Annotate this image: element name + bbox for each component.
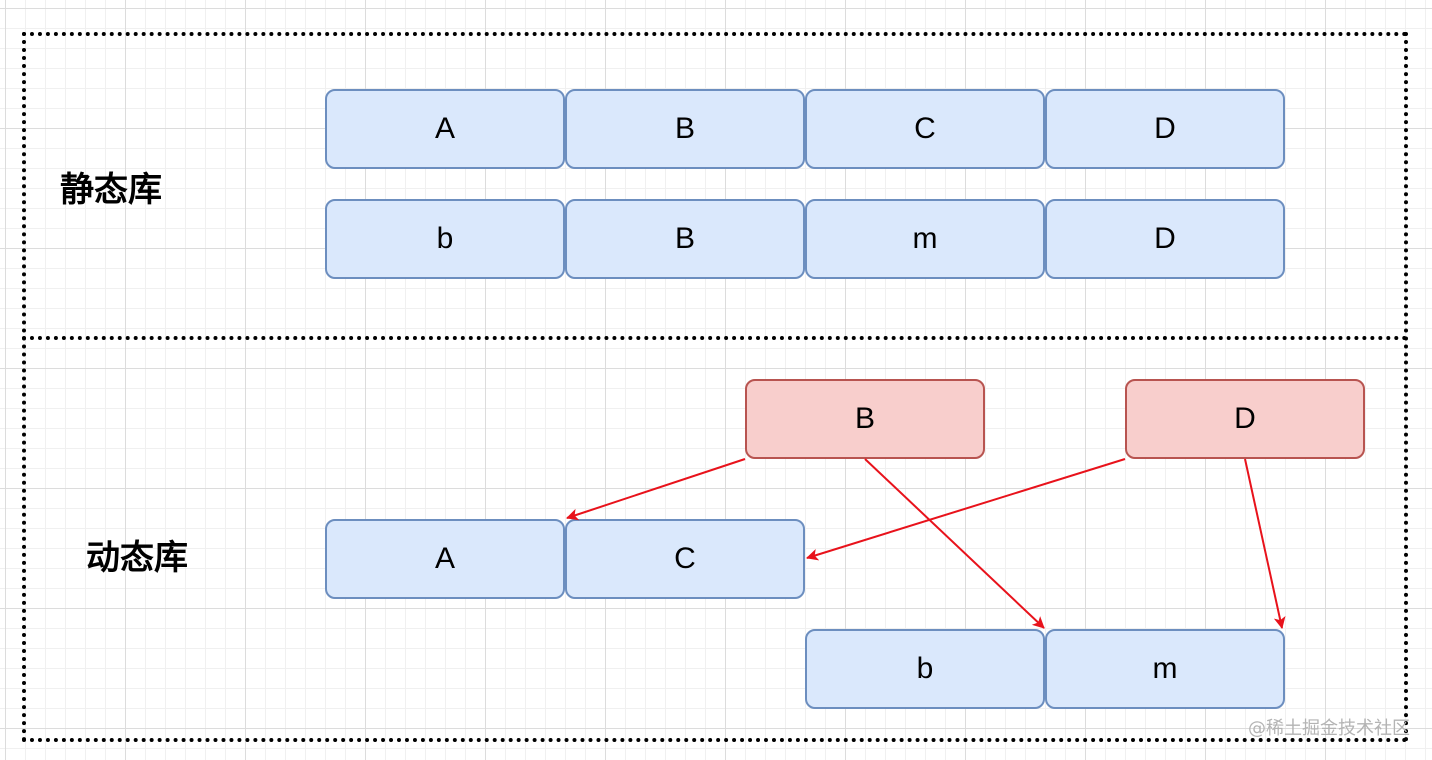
- app-module-box-2: C: [565, 519, 805, 599]
- static-row2-box-4: D: [1045, 199, 1285, 279]
- static-row1-box-3: C: [805, 89, 1045, 169]
- dynamic-library-label: 动态库: [86, 538, 188, 578]
- static-row2-box-1: b: [325, 199, 565, 279]
- static-row2-box-2: B: [565, 199, 805, 279]
- outer-frame: [22, 32, 1408, 742]
- lib-module-box-2: m: [1045, 629, 1285, 709]
- static-row1-box-2: B: [565, 89, 805, 169]
- lib-module-box-1: b: [805, 629, 1045, 709]
- watermark: @稀土掘金技术社区: [1248, 718, 1410, 739]
- static-row1-box-1: A: [325, 89, 565, 169]
- shared-module-box-2: D: [1125, 379, 1365, 459]
- static-row2-box-3: m: [805, 199, 1045, 279]
- app-module-box-1: A: [325, 519, 565, 599]
- static-library-label: 静态库: [60, 170, 162, 210]
- static-row1-box-4: D: [1045, 89, 1285, 169]
- shared-module-box-1: B: [745, 379, 985, 459]
- section-divider: [22, 336, 1408, 340]
